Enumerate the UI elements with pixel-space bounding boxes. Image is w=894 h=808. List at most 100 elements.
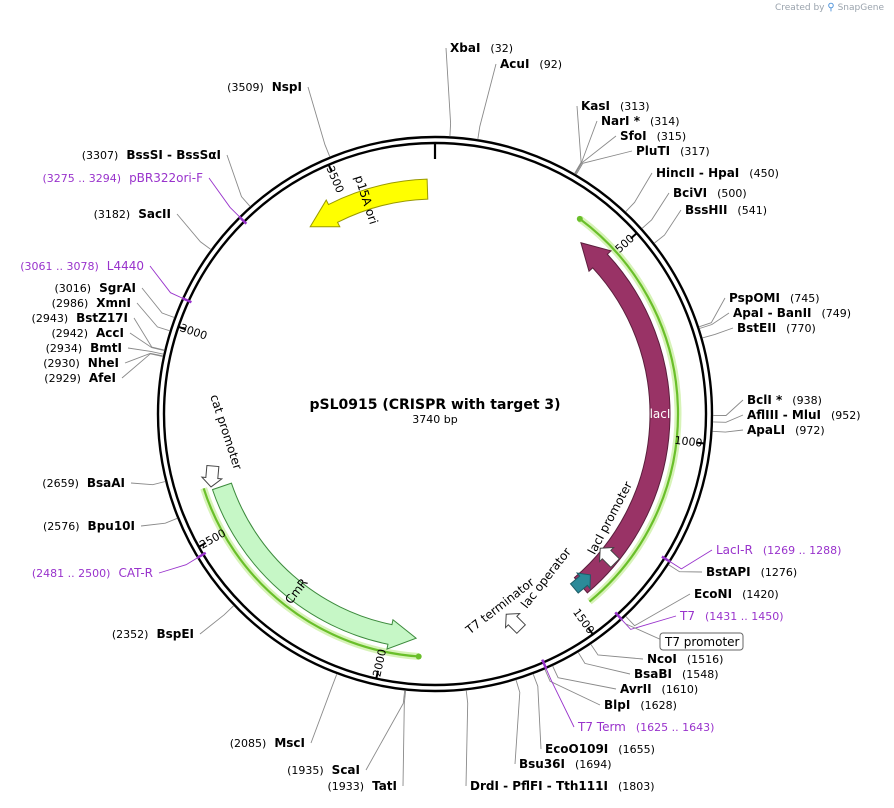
site-label-bsaai[interactable]: (2659)BsaAI — [42, 476, 125, 490]
site-label-blpi[interactable]: BlpI(1628) — [604, 698, 677, 712]
site-position: (972) — [795, 424, 825, 437]
site-name: PspOMI — [729, 291, 780, 305]
site-position: (1420) — [742, 588, 779, 601]
site-connector-line — [121, 353, 164, 379]
site-position: (1628) — [640, 699, 677, 712]
site-position: (2352) — [112, 628, 149, 641]
site-connector-line — [514, 679, 521, 765]
site-connector-line — [158, 557, 198, 574]
site-name: BstZ17I — [76, 311, 128, 325]
callout-layer: T7 promoter — [625, 623, 744, 651]
primer-arc-head — [576, 215, 583, 222]
backbone-outer-circle — [156, 135, 714, 693]
site-label-nspi[interactable]: (3509)NspI — [227, 80, 302, 94]
tick-label: 3500 — [323, 164, 346, 195]
site-label-nari[interactable]: NarI *(314) — [601, 114, 680, 128]
site-label-apali[interactable]: ApaLI (972) — [747, 423, 825, 437]
site-connector-line — [208, 177, 240, 217]
site-label-xbai[interactable]: XbaI(32) — [450, 41, 513, 55]
site-position: (2659) — [42, 477, 79, 490]
site-label-econi[interactable]: EcoNI(1420) — [694, 587, 779, 601]
primer-arc — [579, 217, 680, 603]
site-label-bcivi[interactable]: BciVI(500) — [673, 186, 747, 200]
site-label-kasi[interactable]: KasI(313) — [581, 99, 650, 113]
feature-arrow-laci-promoter — [598, 546, 621, 569]
site-connector-line — [136, 302, 170, 332]
site-label-afei[interactable]: (2929)AfeI — [44, 371, 116, 385]
site-label-bpu10i[interactable]: (2576)Bpu10I — [43, 519, 135, 533]
site-label-nhei[interactable]: (2930)NheI — [43, 356, 119, 370]
primer-site-mark — [181, 296, 192, 304]
feature-arrow-t7-terminator — [504, 612, 527, 635]
site-label-bcli[interactable]: BclI *(938) — [747, 393, 822, 407]
site-name: PluTI — [636, 144, 670, 158]
site-label-pbr322ori-f[interactable]: (3275 .. 3294)pBR322ori-F — [43, 171, 204, 185]
site-label-bspei[interactable]: (2352)BspEI — [112, 627, 194, 641]
site-connector-line — [141, 287, 175, 318]
site-label-scai[interactable]: (1935)ScaI — [287, 763, 360, 777]
site-label-bstapi[interactable]: BstAPI(1276) — [706, 565, 797, 579]
site-connector-line — [625, 593, 691, 627]
site-name: AccI — [96, 326, 124, 340]
site-connector-line — [577, 652, 631, 675]
site-label-t7-term[interactable]: T7 Term(1625 .. 1643) — [577, 720, 714, 734]
site-label-bstz17i[interactable]: (2943)BstZ17I — [32, 311, 128, 325]
primer-arc-layer — [200, 215, 682, 660]
site-label-ecoo109i[interactable]: EcoO109I(1655) — [545, 742, 655, 756]
site-name: XmnI — [96, 296, 131, 310]
center-label-layer: pSL0915 (CRISPR with target 3) 3740 bp — [309, 397, 560, 426]
site-label-l4440[interactable]: (3061 .. 3078)L4440 — [20, 259, 144, 273]
site-position: (2986) — [52, 297, 89, 310]
site-label-t7[interactable]: T7(1431 .. 1450) — [679, 609, 784, 623]
site-name: MscI — [274, 736, 305, 750]
site-name: ApaLI — [747, 423, 785, 437]
site-name: LacI-R — [716, 543, 753, 557]
site-name: TatI — [372, 779, 397, 793]
site-connector-line — [310, 673, 338, 744]
site-connector-line — [574, 120, 598, 175]
site-name: L4440 — [107, 259, 144, 273]
site-connector-line — [668, 564, 703, 573]
site-label-sacii[interactable]: (3182)SacII — [94, 207, 171, 221]
callout-box[interactable] — [659, 632, 744, 651]
site-label-laci-r[interactable]: LacI-R (1269 .. 1288) — [716, 543, 841, 557]
site-connector-line — [670, 549, 713, 570]
site-position: (749) — [822, 307, 852, 320]
site-label-pspomi[interactable]: PspOMI(745) — [729, 291, 820, 305]
site-label-sfoi[interactable]: SfoI(315) — [620, 129, 686, 143]
site-label-pluti[interactable]: PluTI(317) — [636, 144, 710, 158]
site-label-afliii-mlui[interactable]: AflIII - MluI(952) — [747, 408, 861, 422]
site-connector-line — [712, 414, 744, 423]
site-label-bsssi-bsss-i[interactable]: (3307)BssSI - BssSαI — [82, 148, 221, 162]
site-position: (1933) — [327, 780, 364, 793]
site-position: (952) — [831, 409, 861, 422]
site-position: (2934) — [46, 342, 83, 355]
site-connector-line — [621, 615, 677, 630]
site-label-hincii-hpai[interactable]: HincII - HpaI(450) — [656, 166, 779, 180]
site-label-apai-banii[interactable]: ApaI - BanII(749) — [733, 306, 851, 320]
site-label-bmti[interactable]: (2934)BmtI — [46, 341, 122, 355]
site-position: (2942) — [51, 327, 88, 340]
site-label-sgrai[interactable]: (3016)SgrAI — [55, 281, 136, 295]
site-position: (1610) — [662, 683, 699, 696]
site-name: BssSI - BssSαI — [126, 148, 221, 162]
site-label-cat-r[interactable]: (2481 .. 2500)CAT-R — [32, 566, 153, 580]
site-label-acci[interactable]: (2942) AccI — [51, 326, 124, 340]
tick-label: 2000 — [370, 648, 389, 678]
site-name: BsaBI — [634, 667, 672, 681]
tick-mark — [198, 542, 207, 548]
site-label-tati[interactable]: (1933) TatI — [327, 779, 397, 793]
site-label-drdi-pflfi-tth111i[interactable]: DrdI - PflFI - Tth111I(1803) — [470, 779, 655, 793]
site-label-msci[interactable]: (2085)MscI — [230, 736, 305, 750]
site-label-bsteii[interactable]: BstEII(770) — [737, 321, 816, 335]
site-label-bsabi[interactable]: BsaBI(1548) — [634, 667, 719, 681]
site-label-bsu36i[interactable]: Bsu36I(1694) — [519, 757, 612, 771]
site-label-ncoi[interactable]: NcoI(1516) — [647, 652, 723, 666]
site-position: (1269 .. 1288) — [763, 544, 842, 557]
site-label-avrii[interactable]: AvrII(1610) — [620, 682, 698, 696]
site-label-acui[interactable]: AcuI(92) — [500, 57, 562, 71]
site-connector-line — [575, 150, 633, 175]
site-label-bsshii[interactable]: BssHII(541) — [685, 203, 767, 217]
site-label-xmni[interactable]: (2986) XmnI — [52, 296, 131, 310]
